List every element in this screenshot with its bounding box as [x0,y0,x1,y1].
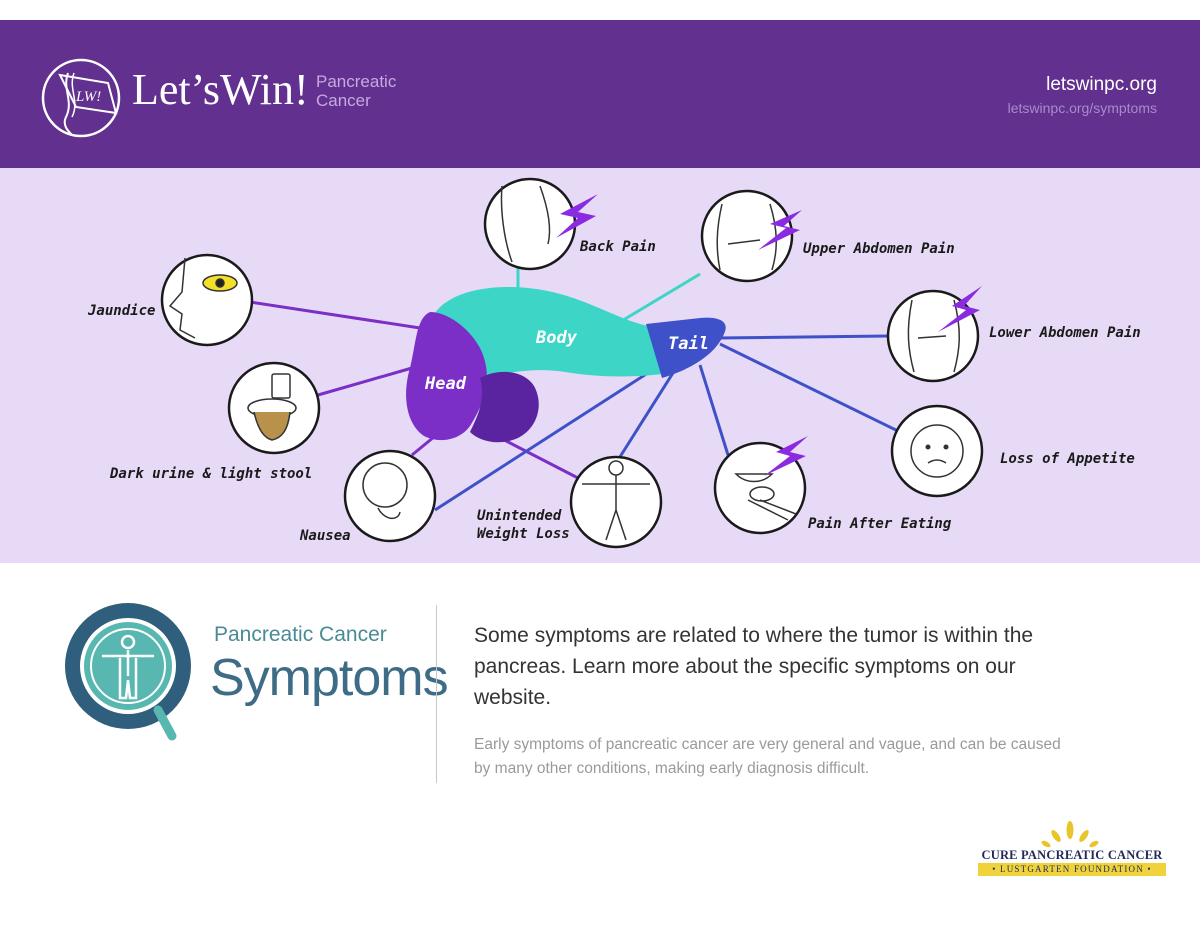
pain-bolt-icons [556,194,982,476]
bolt-icon [938,286,982,332]
label-loss-of-appetite: Loss of Appetite [1000,451,1135,467]
pancreas-diagram [160,177,984,549]
label-pain-after-eating: Pain After Eating [808,516,952,532]
header-banner: LW! Let’sWin! Pancreatic Cancer letswinp… [0,20,1200,168]
label-jaundice: Jaundice [88,303,156,319]
label-nausea: Nausea [300,528,351,544]
foundation-name: CURE PANCREATIC CANCER [981,848,1163,862]
label-upper-abdomen-pain: Upper Abdomen Pain [803,241,955,257]
site-url-link[interactable]: letswinpc.org [1046,74,1157,95]
label-back-pain: Back Pain [580,239,656,255]
pancreas-head [406,312,487,441]
foundation-subtitle: • LUSTGARTEN FOUNDATION • [978,863,1166,876]
brand-subtitle: Pancreatic Cancer [316,72,397,110]
symptoms-url-link[interactable]: letswinpc.org/symptoms [1007,100,1157,116]
brand-name: Let’sWin! [132,65,309,114]
pancreas-uncinate [470,371,539,443]
pancreas-body [432,287,676,380]
label-weight-loss-line1: Unintended [477,508,562,524]
section-divider [436,605,437,783]
svg-text:LW!: LW! [75,89,101,105]
label-weight-loss-line2: Weight Loss [477,526,570,542]
note-paragraph: Early symptoms of pancreatic cancer are … [474,736,1061,777]
symptoms-title-big: Symptoms [210,649,449,707]
letswin-logo-icon: LW! [41,58,121,138]
connector-lines [249,268,901,512]
bolt-icon [764,436,808,476]
pancreas-tail-label: Tail [668,334,709,354]
bolt-icon [758,210,802,250]
symptoms-title-small: Pancreatic Cancer [214,623,387,646]
pancreas-organ [406,287,726,443]
label-lower-abdomen-pain: Lower Abdomen Pain [989,325,1141,341]
label-dark-urine: Dark urine & light stool [110,466,313,482]
magnifier-body-icon [65,603,191,741]
bolt-icon [556,194,598,238]
symptom-sketches [168,185,964,541]
pancreas-body-label: Body [536,328,577,348]
sunburst-icon [1041,821,1099,848]
pancreas-head-label: Head [425,374,466,394]
pancreas-tail [646,317,726,378]
intro-paragraph: Some symptoms are related to where the t… [474,624,1034,709]
